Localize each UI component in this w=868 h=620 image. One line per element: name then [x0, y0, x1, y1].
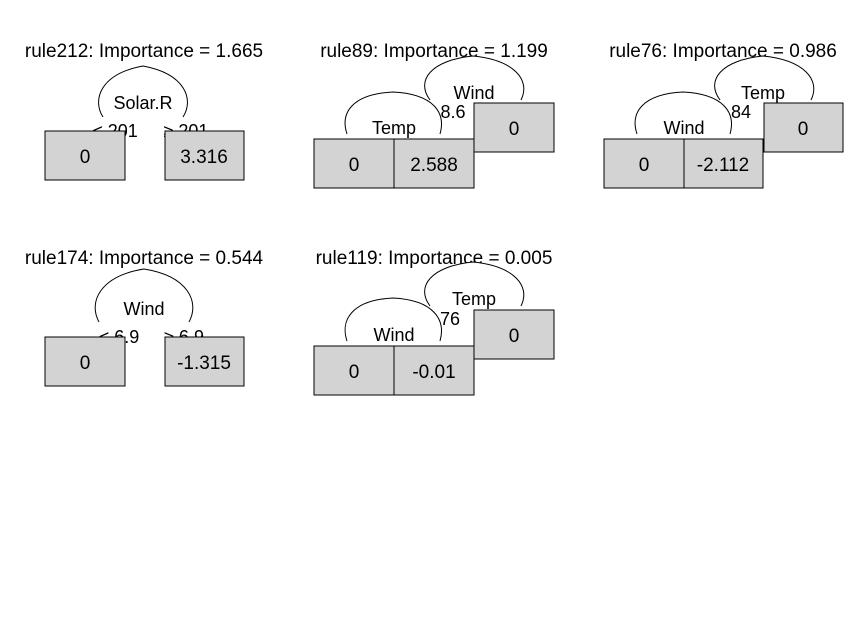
rule89-leaf-left-value: 0	[349, 155, 360, 176]
rule89-split-wind-label: Wind	[453, 83, 494, 103]
rule119-leaf-left	[313, 345, 395, 396]
rule212-leaf-left-value: 0	[80, 147, 91, 168]
rule174-split-node-wind	[94, 268, 194, 323]
rule119-split-temp-label: Temp	[452, 289, 496, 309]
rule89-split-node-wind	[424, 55, 525, 101]
rule174-panel: rule174: Importance = 0.544 Wind < 6.9 ≥…	[25, 248, 264, 387]
rule119-leaf-right-value: 0	[509, 326, 520, 347]
rule89-leaf-middle	[393, 138, 475, 189]
rule76-leaf-middle-value: -2.112	[697, 155, 749, 176]
rule89-leaf-right-value: 0	[509, 119, 520, 140]
rule119-leaf-left-value: 0	[349, 362, 360, 383]
rule89-leaf-middle-value: 2.588	[410, 155, 458, 176]
rule76-edge-label: 84	[731, 102, 751, 122]
rule212-title: rule212: Importance = 1.665	[25, 41, 263, 62]
rule89-split-node-temp	[344, 91, 442, 135]
rule76-leaf-middle	[683, 138, 764, 189]
rule174-leaf-left-value: 0	[80, 353, 91, 374]
rule119-leaf-right	[473, 309, 555, 360]
rule174-title: rule174: Importance = 0.544	[25, 248, 264, 269]
rule119-panel: rule119: Importance = 0.005 Temp 76 Wind…	[313, 248, 555, 396]
rule174-leaf-left	[44, 336, 126, 387]
rule89-split-temp-label: Temp	[372, 118, 416, 138]
rule89-title: rule89: Importance = 1.199	[320, 41, 548, 62]
rule119-leaf-middle-value: -0.01	[412, 362, 455, 383]
rule174-leaf-right	[164, 336, 245, 387]
rule89-leaf-left	[313, 138, 395, 189]
rule212-leaf-left	[44, 130, 126, 181]
rule174-split-label: Wind	[123, 299, 164, 319]
rule212-leaf-right	[164, 130, 245, 181]
rule119-split-wind-label: Wind	[373, 325, 414, 345]
rule174-leaf-right-value: -1.315	[177, 353, 231, 374]
rule76-panel: rule76: Importance = 0.986 Temp 84 Wind …	[603, 41, 844, 189]
rule89-leaf-right	[473, 102, 555, 153]
rule119-split-node-wind	[344, 297, 442, 342]
rule212-split-node-solar-r	[98, 65, 188, 118]
rule76-split-wind-label: Wind	[663, 118, 704, 138]
rule119-leaf-middle	[393, 345, 475, 396]
rule212-leaf-right-value: 3.316	[180, 147, 228, 168]
rule76-split-temp-label: Temp	[741, 83, 785, 103]
rule119-title: rule119: Importance = 0.005	[316, 248, 553, 269]
rule76-split-node-wind	[634, 91, 732, 135]
rule119-split-node-temp	[424, 261, 525, 307]
rule76-split-node-temp	[714, 55, 815, 101]
rule76-title: rule76: Importance = 0.986	[609, 41, 837, 62]
rule76-leaf-left-value: 0	[639, 155, 650, 176]
rule76-leaf-right	[763, 102, 844, 153]
rule212-split-label: Solar.R	[113, 93, 172, 113]
rule89-panel: rule89: Importance = 1.199 Wind 8.6 Temp…	[313, 41, 555, 189]
rule212-panel: rule212: Importance = 1.665 Solar.R < 20…	[25, 41, 263, 181]
rule76-leaf-right-value: 0	[798, 119, 809, 140]
rule119-edge-label: 76	[440, 309, 460, 329]
rule89-edge-label: 8.6	[440, 102, 465, 122]
